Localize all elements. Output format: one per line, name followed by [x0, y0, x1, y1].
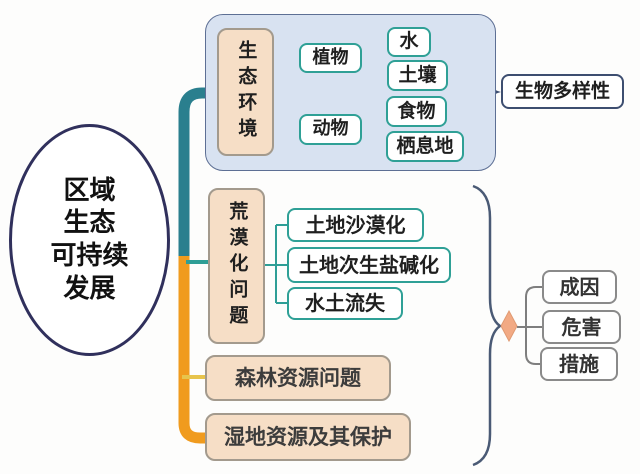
- brace-analysis: [472, 184, 503, 467]
- connector-desertification-children: [265, 224, 287, 304]
- node-land-desertification: 土地沙漠化: [287, 208, 424, 242]
- node-harm: 危害: [542, 310, 621, 344]
- node-soil: 土壤: [387, 60, 448, 91]
- node-plants: 植物: [299, 43, 362, 73]
- root-node: 区域 生态 可持续 发展: [9, 124, 170, 356]
- node-measure: 措施: [540, 347, 618, 381]
- connector-analysis-children: [517, 286, 542, 365]
- node-soil-erosion: 水土流失: [287, 287, 403, 320]
- node-cause: 成因: [542, 270, 617, 304]
- node-wetland: 湿地资源及其保护: [205, 413, 411, 461]
- node-habitat: 栖息地: [386, 131, 464, 162]
- node-forest: 森林资源问题: [205, 355, 391, 401]
- node-food: 食物: [386, 96, 447, 127]
- node-salinization: 土地次生盐碱化: [287, 247, 451, 283]
- node-water: 水: [387, 27, 431, 57]
- node-desertification: 荒漠化问题: [208, 188, 265, 344]
- trunk-orange: [178, 256, 206, 444]
- node-biodiversity: 生物多样性: [501, 74, 624, 109]
- diamond-connector: [500, 309, 518, 343]
- trunk-teal: [178, 87, 218, 256]
- node-ecology: 生态环境: [217, 28, 274, 156]
- node-animals: 动物: [299, 114, 362, 145]
